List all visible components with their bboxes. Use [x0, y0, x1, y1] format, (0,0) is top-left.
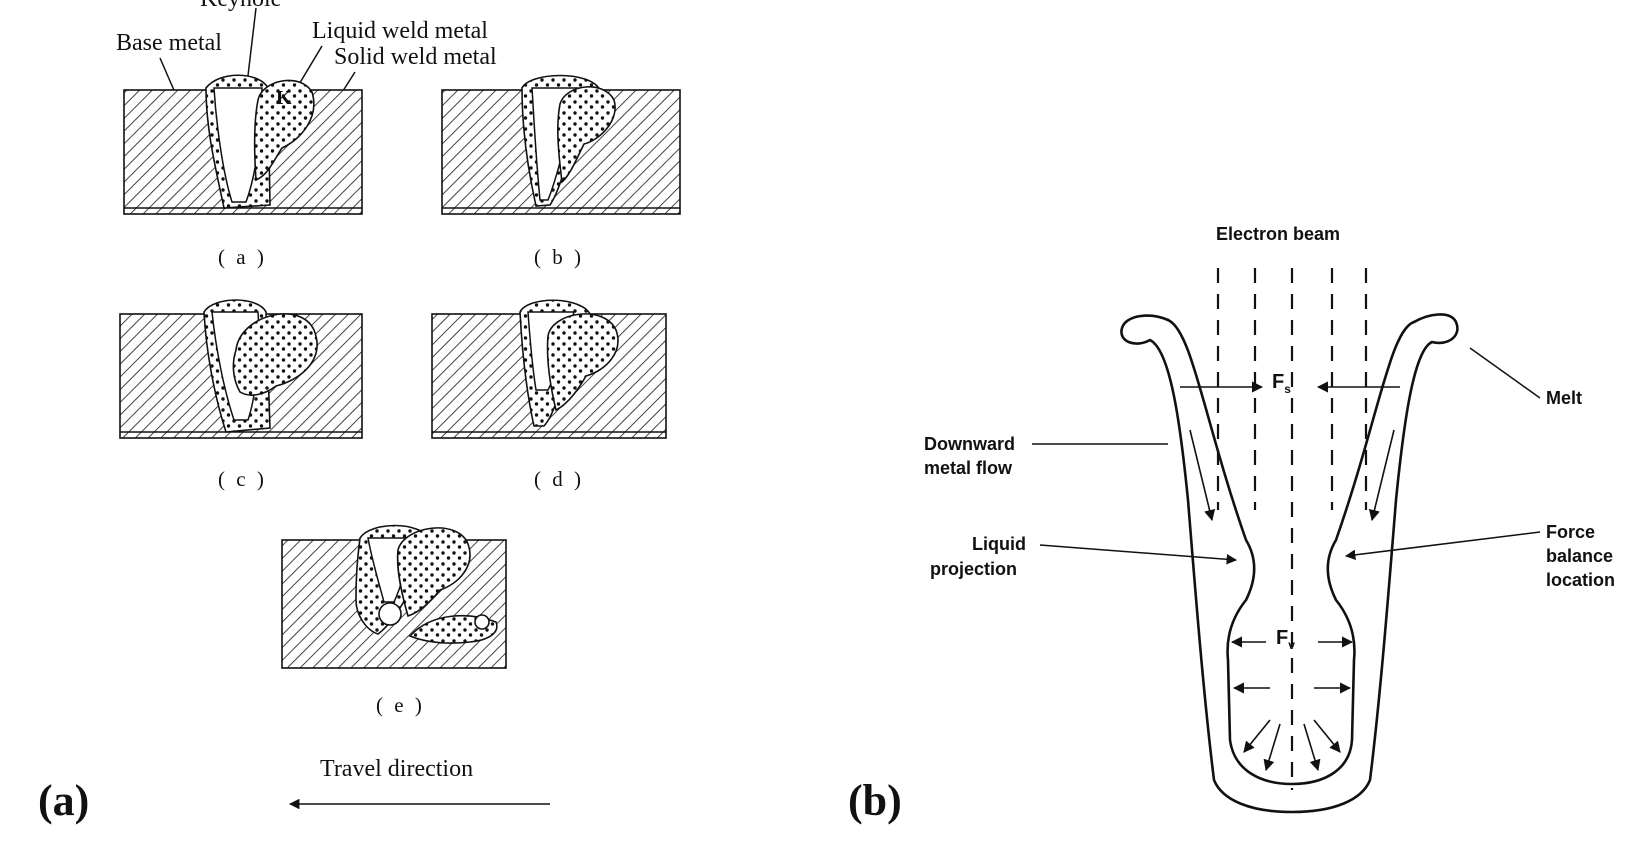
force-v-label: Fv [1276, 627, 1295, 652]
solid-weld-metal-label: Solid weld metal [334, 44, 497, 70]
pressure-arrow-3 [1243, 719, 1271, 753]
downward-metal-flow-label-2: metal flow [924, 458, 1013, 478]
travel-direction-label: Travel direction [320, 756, 473, 782]
keyhole-inner-wall [1166, 318, 1416, 786]
liquid-projection-leader [1039, 544, 1238, 565]
stage-b-label: ( b ) [534, 245, 584, 269]
weld-stage-a: K [123, 74, 363, 215]
weld-stage-e [281, 524, 507, 669]
panel-a: Keyhole Base metal Liquid weld metal Sol… [38, 0, 681, 825]
force-balance-leader [1344, 531, 1541, 561]
downward-metal-flow-label-1: Downward [924, 434, 1015, 454]
liquid-projection-label-2: projection [930, 559, 1017, 579]
force-s-label: Fs [1272, 371, 1291, 396]
pressure-arrow-6 [1313, 719, 1341, 753]
downward-flow-arrow-left [1189, 429, 1216, 522]
pressure-arrow-4 [1263, 723, 1281, 772]
panel-b: Electron beam Fs Fv Downward metal flow [848, 224, 1615, 825]
keyhole-label: Keyhole [200, 0, 281, 12]
pore-large [378, 602, 402, 626]
downward-flow-arrow-right [1368, 429, 1395, 522]
liquid-weld-metal-label: Liquid weld metal [312, 18, 488, 44]
pressure-arrow-5 [1303, 723, 1321, 772]
stage-a-label: ( a ) [218, 245, 267, 269]
k-mark: K [276, 87, 292, 109]
stage-e-label: ( e ) [376, 693, 425, 717]
stage-c-label: ( c ) [218, 467, 267, 491]
panel-a-label: (a) [38, 776, 89, 825]
weld-stage-b [441, 74, 681, 215]
weld-stage-c [119, 299, 363, 439]
melt-leader [1469, 347, 1541, 399]
force-balance-label-3: location [1546, 570, 1615, 590]
liquid-projection-label-1: Liquid [972, 534, 1026, 554]
melt-outer-wall [1120, 313, 1459, 814]
weld-stage-d [431, 299, 667, 439]
electron-beam-label: Electron beam [1216, 224, 1340, 244]
force-balance-label-2: balance [1546, 546, 1613, 566]
stage-d-label: ( d ) [534, 467, 584, 491]
pore-small [474, 614, 490, 630]
melt-label: Melt [1546, 388, 1582, 408]
force-balance-label-1: Force [1546, 522, 1595, 542]
base-metal-label: Base metal [116, 30, 222, 56]
liquid-weld-metal-leader [297, 45, 323, 87]
panel-b-label: (b) [848, 776, 902, 825]
